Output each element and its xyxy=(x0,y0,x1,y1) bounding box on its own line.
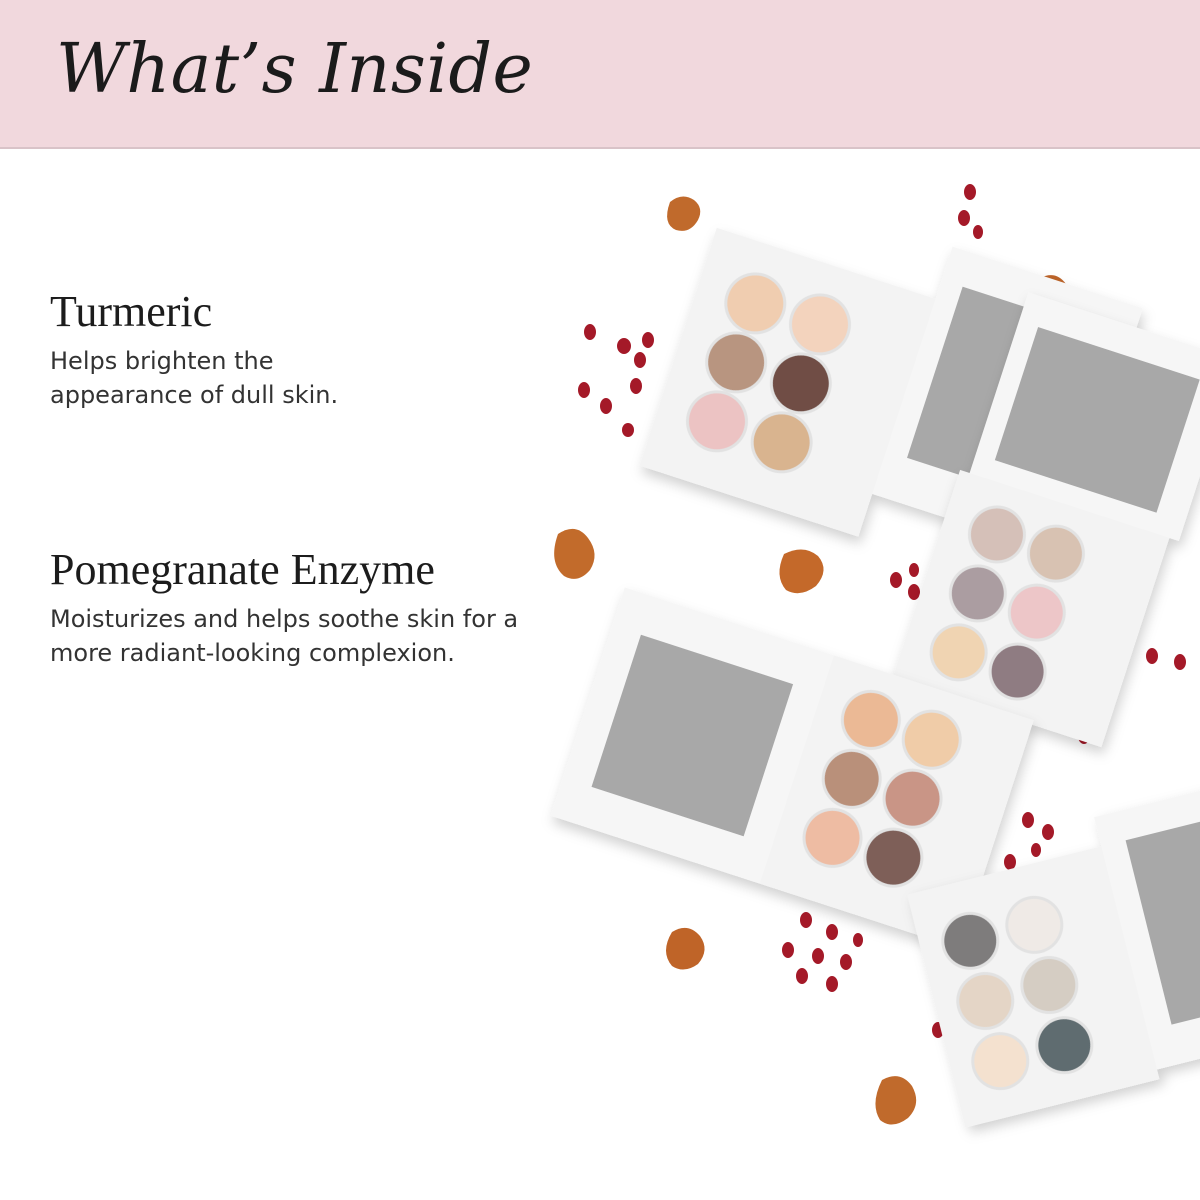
ingredient-turmeric: Turmeric Helps brighten the appearance o… xyxy=(50,287,550,412)
eyeshadow-shade xyxy=(932,626,985,679)
eyeshadow-shade xyxy=(970,508,1023,561)
eyeshadow-shade xyxy=(1023,959,1076,1012)
eyeshadow-shade xyxy=(688,393,745,450)
eyeshadow-shade xyxy=(805,810,860,865)
eyeshadow-shade xyxy=(1038,1019,1091,1072)
eyeshadow-palette xyxy=(550,587,1034,949)
eyeshadow-shade xyxy=(991,645,1044,698)
page-title: What’s Inside xyxy=(56,30,534,109)
eyeshadow-shade xyxy=(951,567,1004,620)
ingredient-pomegranate: Pomegranate Enzyme Moisturizes and helps… xyxy=(50,545,550,670)
eyeshadow-shade xyxy=(959,974,1012,1027)
eyeshadow-shade xyxy=(824,751,879,806)
eyeshadow-shade xyxy=(974,1035,1027,1088)
pomegranate-seeds xyxy=(578,184,1186,1054)
product-photo xyxy=(550,184,1200,1128)
ingredient-description: Moisturizes and helps soothe skin for a … xyxy=(50,605,519,668)
eyeshadow-palette xyxy=(907,768,1200,1128)
ingredient-name: Turmeric xyxy=(50,287,213,336)
ingredient-name: Pomegranate Enzyme xyxy=(50,545,435,594)
eyeshadow-shade xyxy=(944,914,997,967)
eyeshadow-shade xyxy=(904,712,959,767)
ingredient-description: Helps brighten the appearance of dull sk… xyxy=(50,347,339,410)
eyeshadow-shade xyxy=(1008,898,1061,951)
eyeshadow-shade xyxy=(753,414,810,471)
eyeshadow-shade xyxy=(885,771,940,826)
header-banner: What’s Inside xyxy=(0,0,1200,149)
eyeshadow-shade xyxy=(708,334,765,391)
eyeshadow-palette xyxy=(639,227,1143,556)
eyeshadow-shade xyxy=(772,355,829,412)
eyeshadow-shade xyxy=(1010,586,1063,639)
eyeshadow-shade xyxy=(866,830,921,885)
eyeshadow-shade xyxy=(727,275,784,332)
eyeshadow-shade xyxy=(791,296,848,353)
eyeshadow-shade xyxy=(1029,527,1082,580)
eyeshadow-shade xyxy=(843,692,898,747)
eyeshadow-palette xyxy=(892,292,1200,748)
